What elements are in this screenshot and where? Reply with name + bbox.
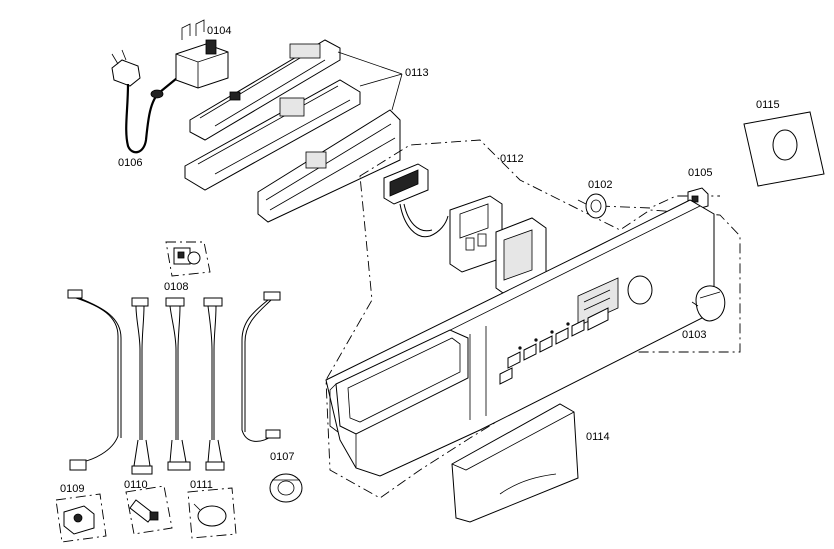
part-0114-drawer-handle <box>451 403 579 523</box>
part-0102-knob <box>577 193 607 219</box>
part-0111-pump <box>187 487 237 539</box>
label-0113: 0113 <box>405 67 429 79</box>
label-0102: 0102 <box>588 179 612 191</box>
label-0105: 0105 <box>688 167 712 179</box>
label-0111: 0111 <box>190 479 213 491</box>
wire-harness-5 <box>241 291 281 442</box>
label-0112: 0112 <box>500 153 524 165</box>
wire-harness-3 <box>165 297 191 471</box>
part-0103-program-knob <box>691 285 726 322</box>
part-0113-control-modules <box>184 39 401 223</box>
label-0109: 0109 <box>60 483 84 495</box>
part-control-panel-fascia <box>325 199 715 477</box>
leader-lines-0113 <box>337 51 403 111</box>
part-0112-display-electronics <box>383 163 547 299</box>
part-0110-heater-element <box>125 485 173 535</box>
label-0104: 0104 <box>207 25 231 37</box>
label-0106: 0106 <box>118 157 142 169</box>
part-0106-power-cord <box>111 49 183 154</box>
wire-harness-4 <box>203 297 225 471</box>
part-0109-valve <box>55 493 107 543</box>
label-0107: 0107 <box>270 451 294 463</box>
part-0108-pressure-switch <box>165 241 211 277</box>
label-0110: 0110 <box>124 479 148 491</box>
part-0115-label-sheet <box>743 111 825 187</box>
label-0115: 0115 <box>756 99 780 111</box>
part-0107-pressure-sensor <box>269 473 303 503</box>
label-0114: 0114 <box>586 431 610 443</box>
part-0104-interference-filter <box>175 19 229 89</box>
wire-harness-1 <box>67 289 122 471</box>
label-0108: 0108 <box>164 281 188 293</box>
wire-harness-2 <box>131 297 153 475</box>
label-0103: 0103 <box>682 329 706 341</box>
